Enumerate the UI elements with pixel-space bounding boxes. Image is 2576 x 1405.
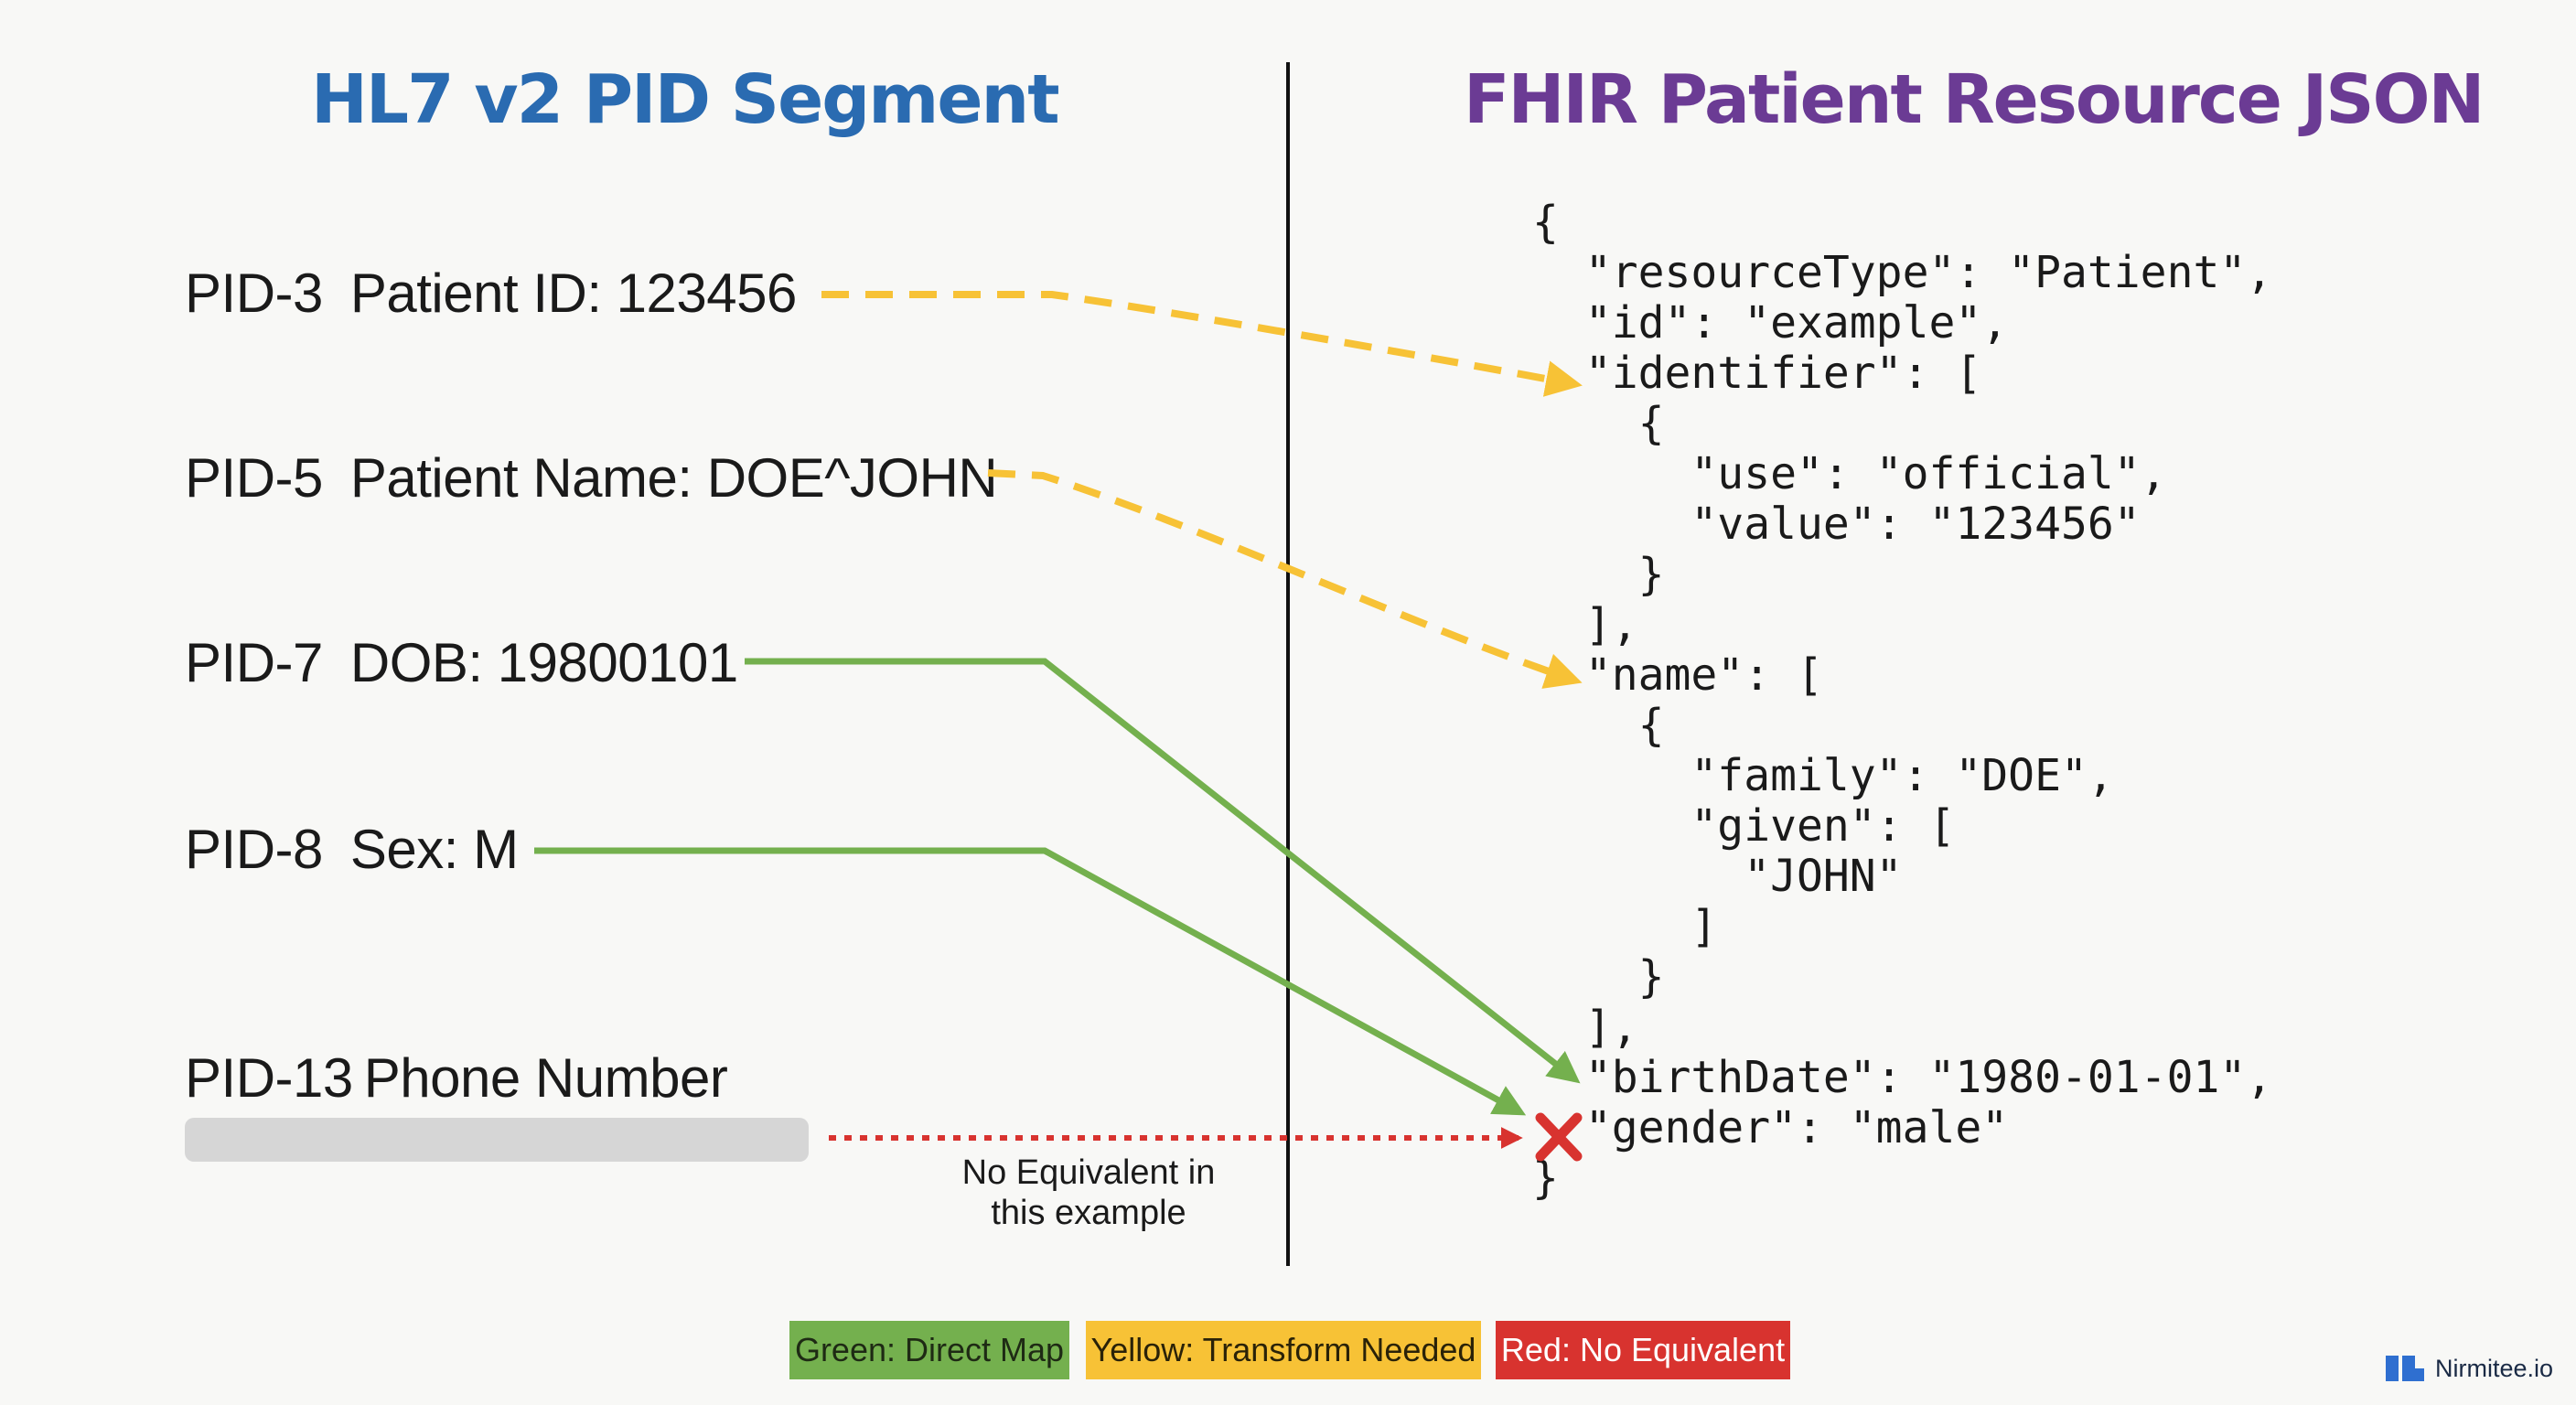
json-line: "family": "DOE", xyxy=(1532,750,2114,801)
json-line: "use": "official", xyxy=(1532,448,2167,499)
json-line: } xyxy=(1532,1153,1559,1204)
json-line: { xyxy=(1532,700,1665,751)
json-line: "name": [ xyxy=(1532,649,1823,701)
hl7-title: HL7 v2 PID Segment xyxy=(311,60,1060,139)
legend-yellow: Yellow: Transform Needed xyxy=(1086,1321,1481,1379)
json-line: { xyxy=(1532,398,1665,449)
no-equivalent-x-icon xyxy=(1535,1112,1583,1162)
pid-3-field: PID-3 Patient ID: 123456 xyxy=(185,262,797,325)
phone-number-placeholder-bar xyxy=(185,1118,809,1162)
json-line: ] xyxy=(1532,901,1718,952)
pid-5-tag: PID-5 xyxy=(185,447,323,509)
json-line: } xyxy=(1532,951,1665,1003)
pid-7-desc: DOB: 19800101 xyxy=(349,632,738,693)
json-line: { xyxy=(1532,197,1559,248)
pid-7-to-birthdate-arrow xyxy=(745,658,1581,1084)
json-line: "value": "123456" xyxy=(1532,499,2141,550)
pid-5-desc: Patient Name: DOE^JOHN xyxy=(349,447,998,509)
no-equivalent-note: No Equivalent in this example xyxy=(961,1153,1216,1232)
pid-3-tag: PID-3 xyxy=(185,263,323,324)
json-line: "given": [ xyxy=(1532,800,1956,852)
json-line: "birthDate": "1980-01-01", xyxy=(1532,1052,2273,1103)
json-line: "gender": "male" xyxy=(1532,1102,2009,1153)
pid-8-to-gender-arrow xyxy=(534,847,1527,1116)
fhir-json-code: { "resourceType": "Patient", "id": "exam… xyxy=(1532,198,2272,1204)
legend-red: Red: No Equivalent xyxy=(1496,1321,1790,1379)
brand-name: Nirmitee.io xyxy=(2435,1354,2554,1382)
pid-13-desc: Phone Number xyxy=(363,1047,728,1109)
brand: Nirmitee.io xyxy=(2386,1350,2553,1387)
pid-5-to-name-arrow xyxy=(987,469,1583,689)
json-line: ], xyxy=(1532,599,1638,650)
column-divider xyxy=(1286,62,1290,1266)
pid-7-field: PID-7 DOB: 19800101 xyxy=(185,631,738,694)
pid-8-desc: Sex: M xyxy=(349,819,519,880)
json-line: "resourceType": "Patient", xyxy=(1532,247,2273,298)
json-line: "identifier": [ xyxy=(1532,348,1982,399)
pid-8-field: PID-8 Sex: M xyxy=(185,818,519,881)
json-line: ], xyxy=(1532,1002,1638,1053)
pid-8-tag: PID-8 xyxy=(185,819,323,880)
fhir-title: FHIR Patient Resource JSON xyxy=(1464,60,2485,139)
legend-green: Green: Direct Map xyxy=(789,1321,1069,1379)
pid-5-field: PID-5 Patient Name: DOE^JOHN xyxy=(185,446,998,509)
json-line: } xyxy=(1532,549,1665,600)
nirmitee-logo-icon xyxy=(2386,1356,2424,1381)
pid-7-tag: PID-7 xyxy=(185,632,323,693)
pid-3-to-identifier-arrow xyxy=(821,291,1583,397)
pid-13-tag: PID-13 xyxy=(185,1047,353,1109)
json-line: "JOHN" xyxy=(1532,851,1903,902)
pid-3-desc: Patient ID: 123456 xyxy=(349,263,798,324)
json-line: "id": "example", xyxy=(1532,297,2009,349)
